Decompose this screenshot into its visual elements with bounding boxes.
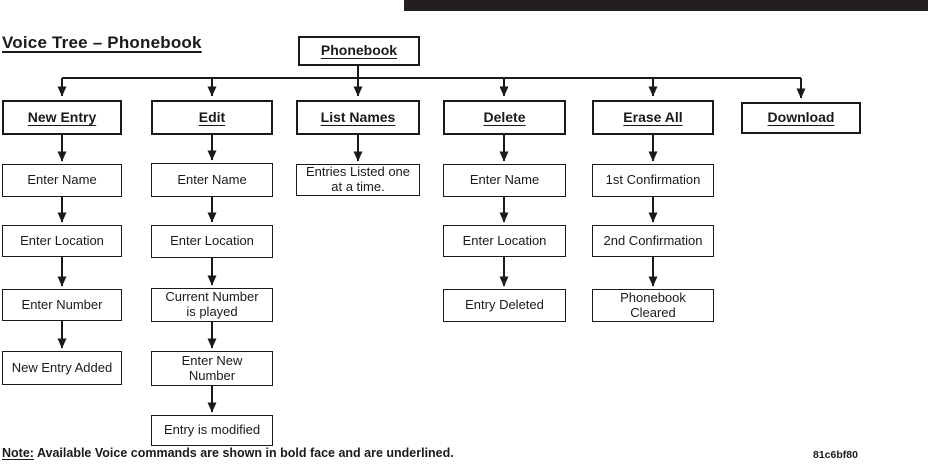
node-step: Enter Name	[443, 164, 566, 197]
node-step: Entries Listed one at a time.	[296, 164, 420, 196]
footnote-label: Note:	[2, 446, 34, 460]
node-step: Current Number is played	[151, 288, 273, 322]
node-list-names: List Names	[296, 100, 420, 135]
node-download: Download	[741, 102, 861, 134]
node-step: Enter Location	[443, 225, 566, 257]
footnote-text: Available Voice commands are shown in bo…	[33, 446, 454, 460]
node-step: Entry is modified	[151, 415, 273, 446]
node-step: Enter Name	[151, 163, 273, 197]
node-label: Download	[767, 109, 835, 126]
node-step: Entry Deleted	[443, 289, 566, 322]
node-step: Enter New Number	[151, 351, 273, 386]
node-step: Enter Location	[151, 225, 273, 258]
node-label: Delete	[483, 108, 526, 125]
footnote: Note: Available Voice commands are shown…	[2, 446, 454, 460]
page-title: Voice Tree – Phonebook	[2, 33, 202, 52]
node-phonebook: Phonebook	[298, 36, 420, 66]
node-step: New Entry Added	[2, 351, 122, 385]
node-label: Phonebook	[320, 42, 398, 59]
node-label: New Entry	[27, 108, 97, 125]
node-step: Enter Number	[2, 289, 122, 321]
node-delete: Delete	[443, 100, 566, 135]
node-label: Erase All	[623, 108, 683, 125]
node-label: Edit	[198, 108, 226, 125]
figure-code: 81c6bf80	[813, 449, 858, 461]
page-top-bar	[404, 0, 928, 11]
node-erase-all: Erase All	[592, 100, 714, 135]
node-label: List Names	[320, 108, 396, 125]
node-step: Enter Name	[2, 164, 122, 197]
node-step: 2nd Confirmation	[592, 225, 714, 257]
node-step: Enter Location	[2, 225, 122, 257]
node-new-entry: New Entry	[2, 100, 122, 135]
node-edit: Edit	[151, 100, 273, 135]
node-step: 1st Confirmation	[592, 164, 714, 197]
node-step: Phonebook Cleared	[592, 289, 714, 322]
